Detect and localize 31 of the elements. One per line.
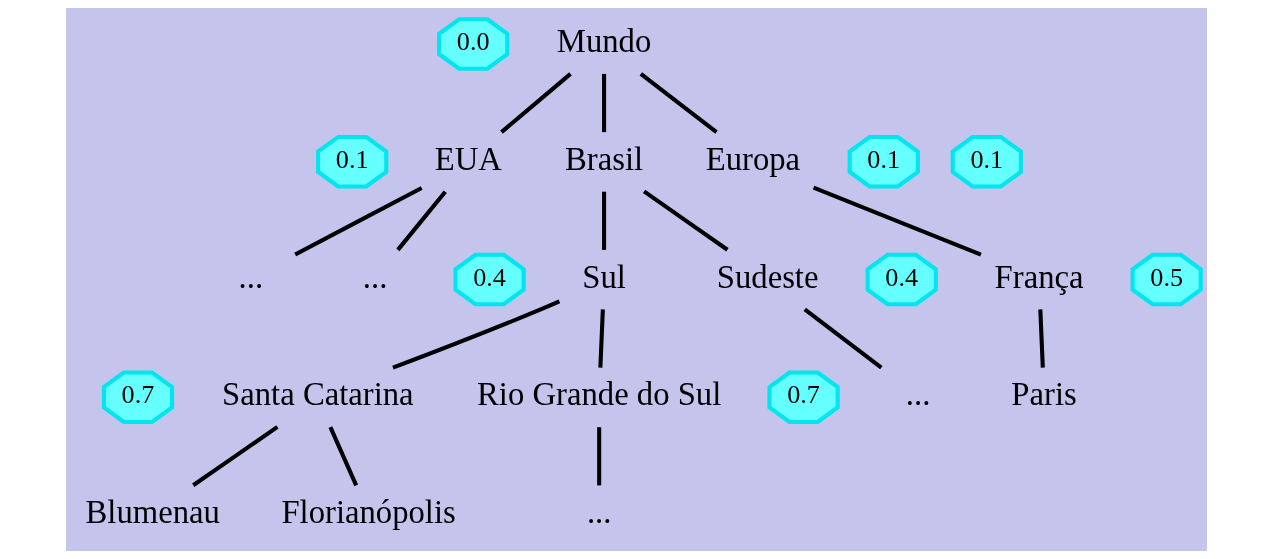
- node-text: ...: [905, 376, 931, 413]
- node-text: Santa Catarina: [222, 376, 414, 413]
- node-text: Brasil: [565, 140, 644, 177]
- connector: [192, 425, 279, 487]
- connector: [602, 191, 607, 250]
- connector: [500, 72, 572, 134]
- node-text: Rio Grande do Sul: [477, 376, 722, 413]
- connector: [1038, 309, 1045, 368]
- node-text: Florianópolis: [281, 494, 456, 531]
- node-text: Europa: [705, 140, 801, 177]
- node-text: Blumenau: [85, 494, 220, 531]
- connector: [639, 72, 718, 134]
- node-text: Paris: [1011, 376, 1077, 413]
- connector: [294, 186, 423, 257]
- node-text: EUA: [434, 140, 502, 177]
- connector: [812, 185, 982, 257]
- connector: [803, 307, 883, 370]
- node-text: ...: [238, 258, 264, 295]
- node-text: Mundo: [556, 23, 652, 60]
- connector: [642, 189, 729, 252]
- node-text: França: [994, 258, 1084, 295]
- connector: [602, 73, 607, 133]
- connector: [598, 309, 605, 368]
- node-text: Sul: [582, 258, 626, 295]
- connector: [392, 299, 561, 370]
- connector: [396, 190, 447, 252]
- connector: [328, 426, 359, 487]
- node-text: ...: [362, 258, 388, 295]
- connector: [597, 427, 602, 486]
- node-text: Sudeste: [716, 258, 819, 295]
- node-text: ...: [586, 494, 612, 531]
